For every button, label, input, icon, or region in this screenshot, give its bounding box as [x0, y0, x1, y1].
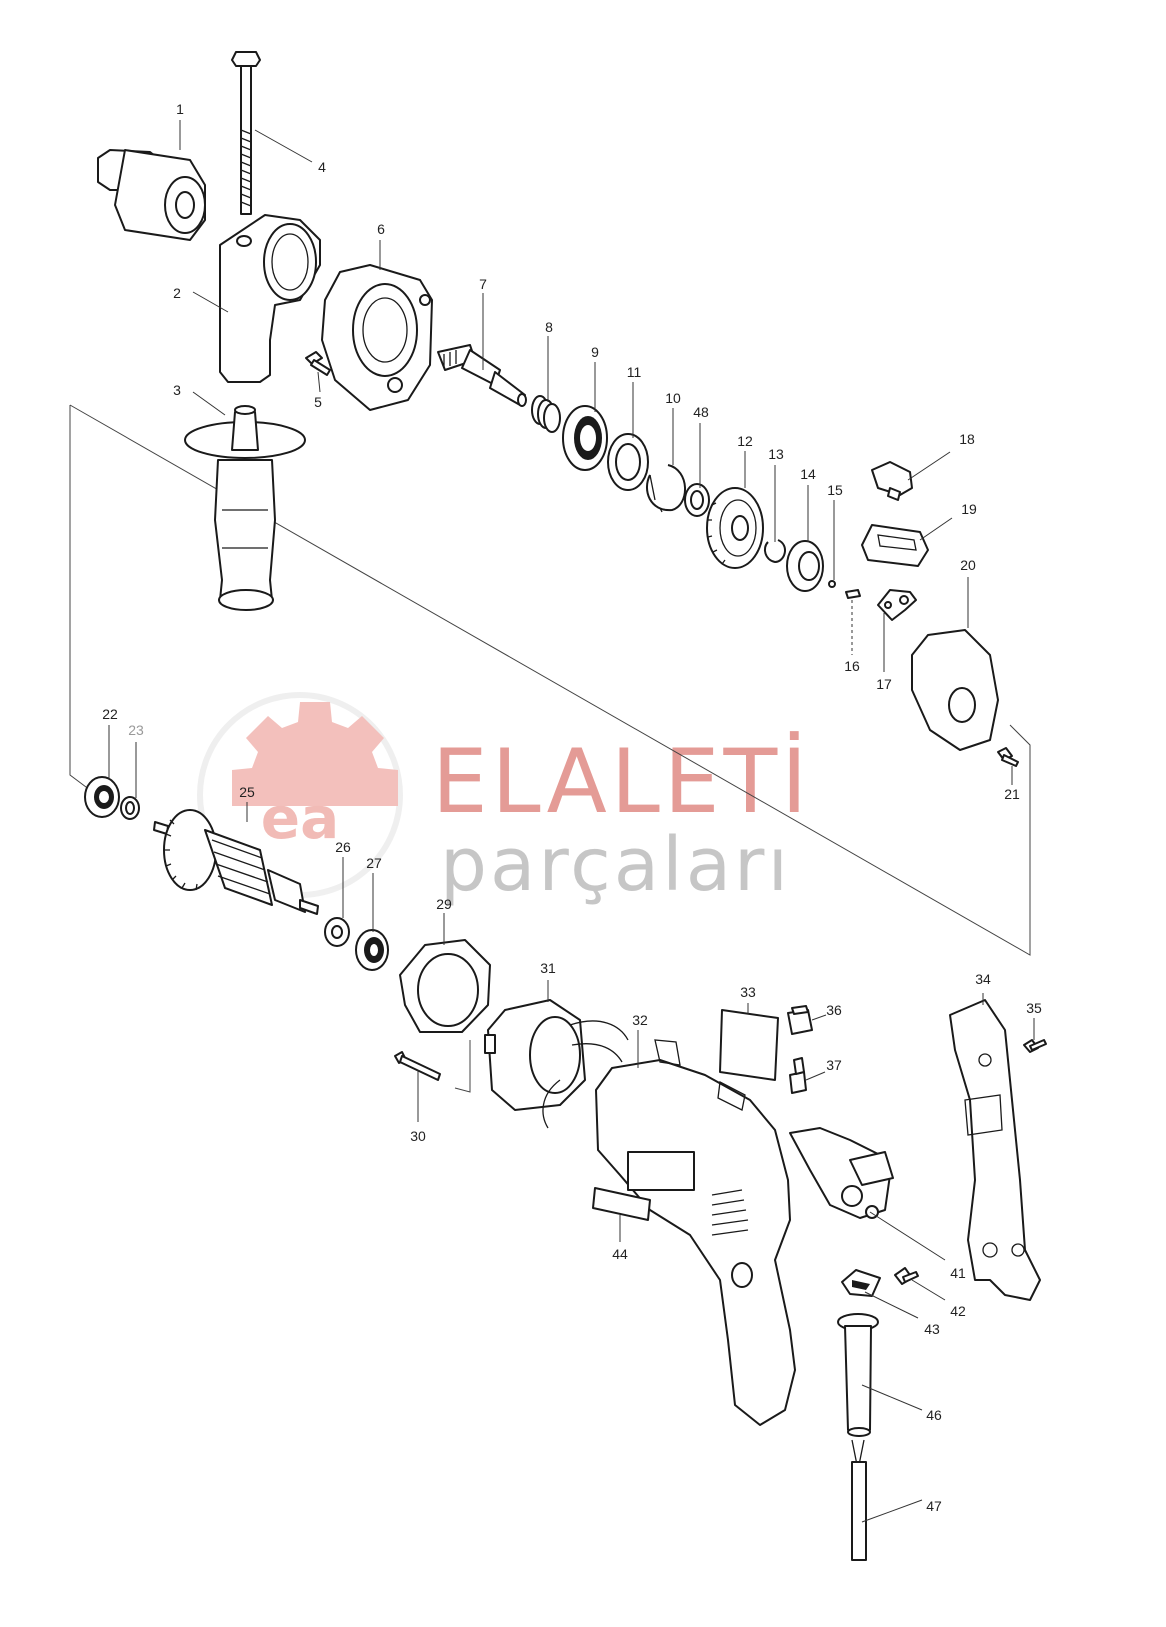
callout-31: 31 [540, 960, 556, 976]
callout-16: 16 [844, 658, 860, 674]
part-19-knob-cover [861, 524, 929, 567]
callout-22: 22 [102, 706, 118, 722]
callout-48: 48 [693, 404, 709, 420]
part-42-screw [894, 1267, 919, 1285]
callout-25: 25 [239, 784, 255, 800]
part-5-screw [305, 351, 331, 376]
callout-4: 4 [318, 159, 326, 175]
part-43-strain-relief [841, 1269, 881, 1297]
callout-44: 44 [612, 1246, 628, 1262]
part-11-flat-washer [607, 433, 649, 491]
callout-29: 29 [436, 896, 452, 912]
brand-subtitle: parçaları [440, 822, 791, 908]
part-33-name-plate [719, 1009, 779, 1081]
callout-47: 47 [926, 1498, 942, 1514]
callout-26: 26 [335, 839, 351, 855]
callout-7: 7 [479, 276, 487, 292]
callout-21: 21 [1004, 786, 1020, 802]
part-34-handle-cover [949, 999, 1041, 1301]
logo-letters: ea [261, 784, 339, 852]
part-20-bearing-box [911, 629, 999, 751]
part-23-washer [120, 796, 140, 820]
callout-32: 32 [632, 1012, 648, 1028]
callout-36: 36 [826, 1002, 842, 1018]
part-31-field [484, 999, 629, 1129]
callout-8: 8 [545, 319, 553, 335]
part-18-change-knob [871, 461, 913, 501]
part-14-ratchet [786, 540, 824, 592]
guide-lines [69, 404, 1031, 1093]
callout-numbers: 1 2 3 4 5 6 7 8 9 10 11 12 13 14 15 16 1… [102, 101, 1042, 1514]
part-16-pin [845, 589, 861, 599]
part-35-screw [1023, 1039, 1047, 1053]
part-26-washer [324, 917, 350, 947]
part-47-power-cord [851, 1439, 867, 1561]
part-41-switch [789, 1127, 894, 1219]
callout-3: 3 [173, 382, 181, 398]
callout-15: 15 [827, 482, 843, 498]
part-21-screw [997, 747, 1019, 767]
part-36-brush-cap [787, 1005, 813, 1035]
part-6-gear-housing [321, 264, 433, 411]
callout-13: 13 [768, 446, 784, 462]
part-27-ball-bearing [355, 929, 389, 971]
part-15-steel-ball [828, 580, 836, 588]
brand-name: ELALETİ [432, 730, 811, 833]
callout-46: 46 [926, 1407, 942, 1423]
callout-19: 19 [961, 501, 977, 517]
part-10-retaining-ring [645, 464, 686, 513]
callout-20: 20 [960, 557, 976, 573]
part-1-chuck [97, 149, 206, 241]
callout-6: 6 [377, 221, 385, 237]
callout-2: 2 [173, 285, 181, 301]
part-12-spur-gear [706, 487, 764, 569]
callout-17: 17 [876, 676, 892, 692]
callout-43: 43 [924, 1321, 940, 1337]
callout-35: 35 [1026, 1000, 1042, 1016]
callout-30: 30 [410, 1128, 426, 1144]
part-37-carbon-brush [789, 1057, 807, 1094]
part-44-label [592, 1187, 651, 1221]
callout-33: 33 [740, 984, 756, 1000]
part-32-motor-housing [595, 1039, 796, 1426]
part-17-change-plate [877, 589, 917, 621]
callout-9: 9 [591, 344, 599, 360]
part-46-cord-guard [837, 1313, 879, 1437]
part-4-depth-rod [231, 51, 261, 215]
part-30-screw [394, 1051, 441, 1081]
part-22-ball-bearing [84, 776, 120, 818]
callout-37: 37 [826, 1057, 842, 1073]
callout-27: 27 [366, 855, 382, 871]
callout-23: 23 [128, 722, 144, 738]
callout-12: 12 [737, 433, 753, 449]
leader-lines [108, 120, 1035, 1523]
part-9-ball-bearing [562, 405, 608, 471]
elaleti-watermark: ea ELALETİ parçaları [197, 692, 811, 908]
part-13-retaining-ring [763, 539, 786, 563]
part-7-spindle [437, 344, 527, 407]
callout-34: 34 [975, 971, 991, 987]
callout-1: 1 [176, 101, 184, 117]
part-29-baffle-plate [399, 939, 491, 1033]
callout-10: 10 [665, 390, 681, 406]
callout-42: 42 [950, 1303, 966, 1319]
callout-11: 11 [627, 364, 642, 380]
part-8-spring [531, 395, 561, 433]
callout-5: 5 [314, 394, 322, 410]
callout-14: 14 [800, 466, 816, 482]
part-2-grip-clamp [219, 214, 321, 383]
callout-18: 18 [959, 431, 975, 447]
part-48-flat-washer [684, 483, 710, 517]
part-3-grip-handle [184, 405, 306, 611]
callout-41: 41 [950, 1265, 966, 1281]
part-25-armature [153, 809, 319, 915]
